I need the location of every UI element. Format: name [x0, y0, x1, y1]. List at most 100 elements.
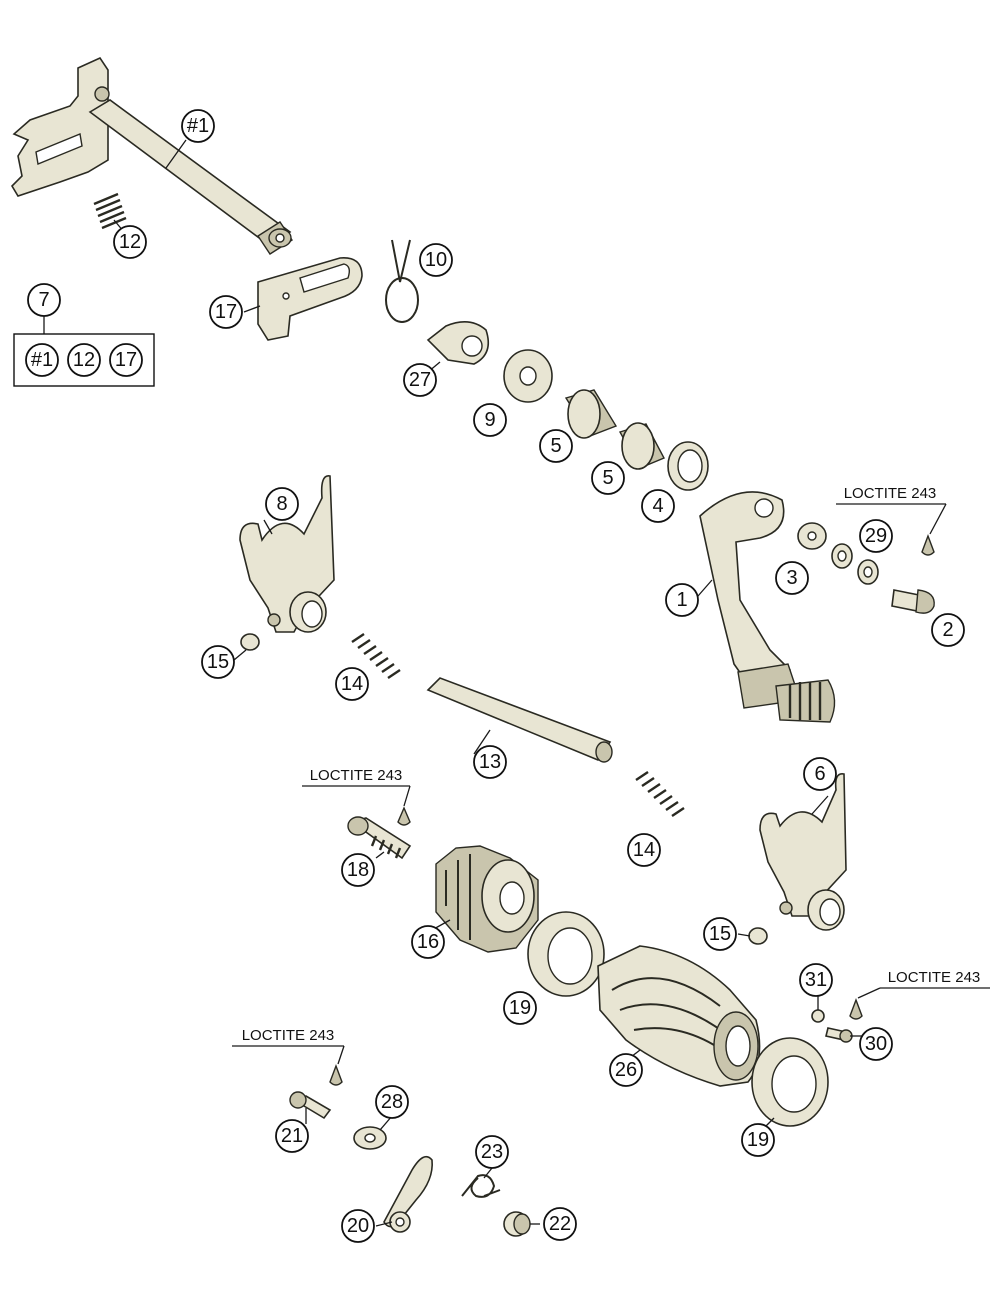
washer-part-9: [503, 349, 553, 403]
callout-p3: 3: [775, 561, 809, 595]
svg-text:14: 14: [341, 673, 363, 695]
svg-text:13: 13: [479, 751, 501, 773]
callout-p28: 28: [375, 1085, 409, 1119]
plate-part-17: [257, 257, 363, 341]
callout-p14a: 14: [335, 667, 369, 701]
callout-kit-12: 12: [67, 343, 101, 377]
roller-part-22: [503, 1211, 531, 1237]
loctite-note-d: LOCTITE 243: [242, 1027, 335, 1044]
callout-p17: 17: [209, 295, 243, 329]
svg-text:3: 3: [786, 567, 797, 589]
svg-text:15: 15: [709, 923, 731, 945]
bearing-part-19b: [751, 1037, 829, 1127]
callout-p26: 26: [609, 1053, 643, 1087]
shaft-part-13: [426, 677, 613, 763]
clip-part-10: [385, 239, 419, 323]
callout-p2: 2: [931, 613, 965, 647]
svg-text:23: 23: [481, 1141, 503, 1163]
shift-lever-part-1: [699, 491, 836, 723]
svg-text:4: 4: [652, 495, 663, 517]
shift-drum-part-26: [597, 945, 761, 1087]
callout-p1-lever: 1: [665, 583, 699, 617]
callout-p5a: 5: [539, 429, 573, 463]
bolt-part-21: [289, 1091, 332, 1120]
svg-text:15: 15: [207, 651, 229, 673]
leader-lines: [43, 139, 990, 1227]
callout-p18: 18: [341, 853, 375, 887]
svg-text:1: 1: [676, 589, 687, 611]
svg-text:19: 19: [509, 997, 531, 1019]
svg-text:#1: #1: [31, 349, 53, 371]
svg-text:18: 18: [347, 859, 369, 881]
spring-part-14b: [635, 771, 685, 817]
callout-p4: 4: [641, 489, 675, 523]
callout-p6: 6: [803, 757, 837, 791]
washer-part-3: [797, 522, 827, 550]
svg-text:31: 31: [805, 969, 827, 991]
callout-p10: 10: [419, 243, 453, 277]
loctite-drop-b: [397, 806, 411, 826]
lever-part-20: [383, 1155, 433, 1233]
svg-text:21: 21: [281, 1125, 303, 1147]
callout-p12: 12: [113, 225, 147, 259]
svg-text:5: 5: [550, 435, 561, 457]
bolt-part-18: [347, 816, 412, 860]
svg-text:#1: #1: [187, 115, 209, 137]
callout-p7: 7: [27, 283, 61, 317]
svg-text:5: 5: [602, 467, 613, 489]
screw-part-30: [825, 1027, 853, 1043]
callout-p29: 29: [859, 519, 893, 553]
callout-p21: 21: [275, 1119, 309, 1153]
svg-text:7: 7: [38, 289, 49, 311]
svg-text:27: 27: [409, 369, 431, 391]
callout-p22: 22: [543, 1207, 577, 1241]
loctite-drop-d: [329, 1064, 343, 1086]
svg-text:16: 16: [417, 931, 439, 953]
svg-text:6: 6: [814, 763, 825, 785]
callout-p31: 31: [799, 963, 833, 997]
loctite-note-b: LOCTITE 243: [310, 767, 403, 784]
kit-box: [13, 333, 155, 387]
shift-fork-part-8: [239, 475, 335, 633]
loctite-note-c: LOCTITE 243: [888, 969, 981, 986]
callout-p1: #1: [181, 109, 215, 143]
callout-p19b: 19: [741, 1123, 775, 1157]
svg-text:22: 22: [549, 1213, 571, 1235]
callout-kit-1: #1: [25, 343, 59, 377]
callout-p13: 13: [473, 745, 507, 779]
shift-drum-star-part-16: [435, 845, 539, 953]
loctite-note-a: LOCTITE 243: [844, 485, 937, 502]
washer-part-28: [353, 1126, 387, 1150]
callout-p8: 8: [265, 487, 299, 521]
callout-p27: 27: [403, 363, 437, 397]
svg-text:17: 17: [115, 349, 137, 371]
svg-text:9: 9: [484, 409, 495, 431]
spring-part-12: [93, 192, 127, 230]
svg-text:2: 2: [942, 619, 953, 641]
callout-p16: 16: [411, 925, 445, 959]
callout-p19a: 19: [503, 991, 537, 1025]
svg-text:30: 30: [865, 1033, 887, 1055]
svg-text:12: 12: [73, 349, 95, 371]
spring-part-23: [461, 1174, 501, 1198]
svg-text:17: 17: [215, 301, 237, 323]
loctite-drop-a: [921, 534, 935, 556]
callout-p20: 20: [341, 1209, 375, 1243]
loctite-drop-c: [849, 998, 863, 1020]
shift-fork-part-6: [759, 773, 847, 931]
bearing-part-5b: [618, 422, 665, 470]
roller-part-15a: [240, 633, 260, 651]
svg-text:20: 20: [347, 1215, 369, 1237]
callout-p14b: 14: [627, 833, 661, 867]
svg-text:12: 12: [119, 231, 141, 253]
svg-text:14: 14: [633, 839, 655, 861]
svg-text:28: 28: [381, 1091, 403, 1113]
callout-p15a: 15: [201, 645, 235, 679]
lock-washer-part-29: [831, 543, 879, 585]
callout-p5b: 5: [591, 461, 625, 495]
callout-p23: 23: [475, 1135, 509, 1169]
svg-text:8: 8: [276, 493, 287, 515]
callout-p15b: 15: [703, 917, 737, 951]
callout-p30: 30: [859, 1027, 893, 1061]
bolt-part-2: [891, 589, 935, 614]
